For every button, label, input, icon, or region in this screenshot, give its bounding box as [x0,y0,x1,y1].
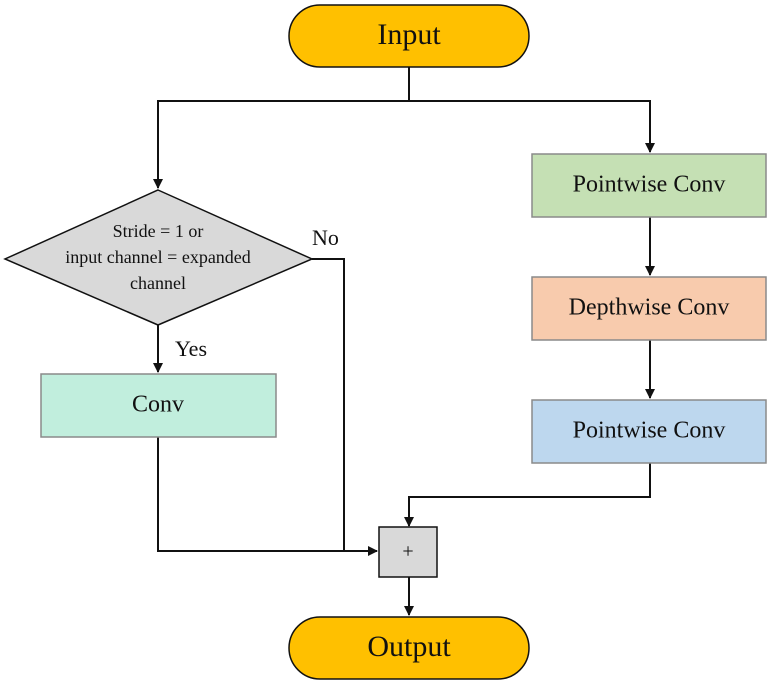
input-node: Input [288,4,530,68]
decision-label-line-1: Stride = 1 or [113,221,204,241]
output-label: Output [367,630,451,663]
depthwise-conv-shape [531,276,767,341]
decision-label-line-2: input channel = expanded [65,247,251,267]
decision-label-line-3: channel [130,273,186,293]
input-label: Input [377,18,441,51]
pointwise-conv-2-label: Pointwise Conv [573,418,726,444]
pointwise-conv-1-node: Pointwise Conv [531,153,767,218]
edge-label-no: No [312,225,339,250]
pointwise-conv-1-label: Pointwise Conv [573,172,726,198]
edge-decision-no-to-add [312,258,345,551]
edge-input-to-decision [153,100,409,189]
add-shape [378,526,438,578]
decision-shape [3,189,314,326]
add-node: + [378,526,438,578]
pointwise-conv-1-shape [531,153,767,218]
depthwise-conv-label: Depthwise Conv [569,295,730,321]
edge-input-to-pointwise-1 [409,100,655,153]
conv-shape [40,373,277,438]
conv-node: Conv [40,373,277,438]
edge-conv-to-add [157,437,378,556]
decision-node: Stride = 1 or input channel = expanded c… [3,189,314,326]
output-node: Output [288,616,530,680]
input-shape [288,4,530,68]
conv-label: Conv [132,392,184,418]
connectors [153,67,655,616]
add-label: + [402,541,413,563]
edge-pointwise-2-to-add [404,463,651,527]
depthwise-conv-node: Depthwise Conv [531,276,767,341]
output-shape [288,616,530,680]
pointwise-conv-2-node: Pointwise Conv [531,399,767,464]
edge-label-yes: Yes [175,336,207,361]
pointwise-conv-2-shape [531,399,767,464]
